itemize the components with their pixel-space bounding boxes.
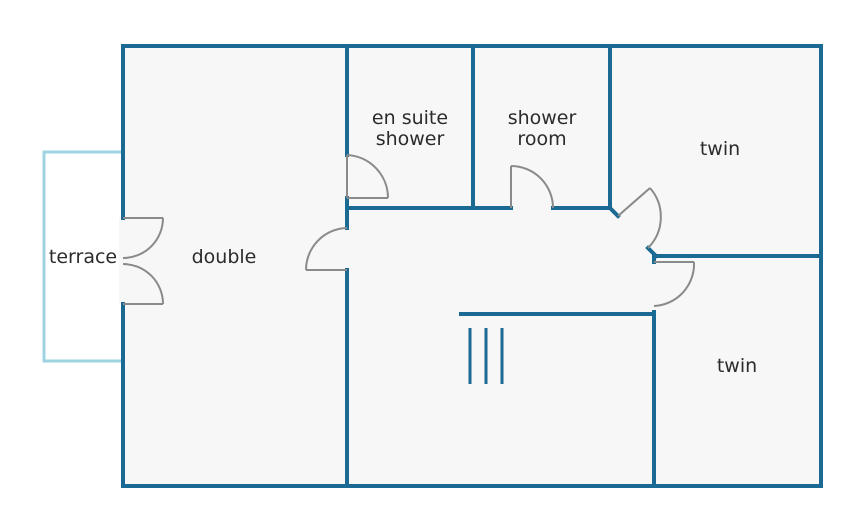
terrace-outline [42, 150, 123, 363]
twin-upper-door [617, 187, 662, 249]
terrace-door [122, 217, 164, 305]
shower-room-label-line2: room [517, 128, 566, 150]
en-suite-label-line2: shower [376, 128, 445, 150]
shower-room-door [510, 165, 554, 209]
twin-lower-label: twin [717, 355, 757, 377]
double-room-label: double [192, 246, 257, 268]
walls [121, 44, 823, 488]
twin-lower-door [653, 261, 696, 307]
en-suite-label-line1: en suite [372, 107, 448, 129]
double-room-door [305, 227, 348, 271]
shower-room-label-line1: shower [508, 107, 577, 129]
twin-upper-label: twin [700, 138, 740, 160]
en-suite-door [346, 154, 390, 199]
terrace-label: terrace [49, 246, 117, 268]
staircase [468, 328, 504, 384]
terrace-doorway [119, 218, 127, 304]
